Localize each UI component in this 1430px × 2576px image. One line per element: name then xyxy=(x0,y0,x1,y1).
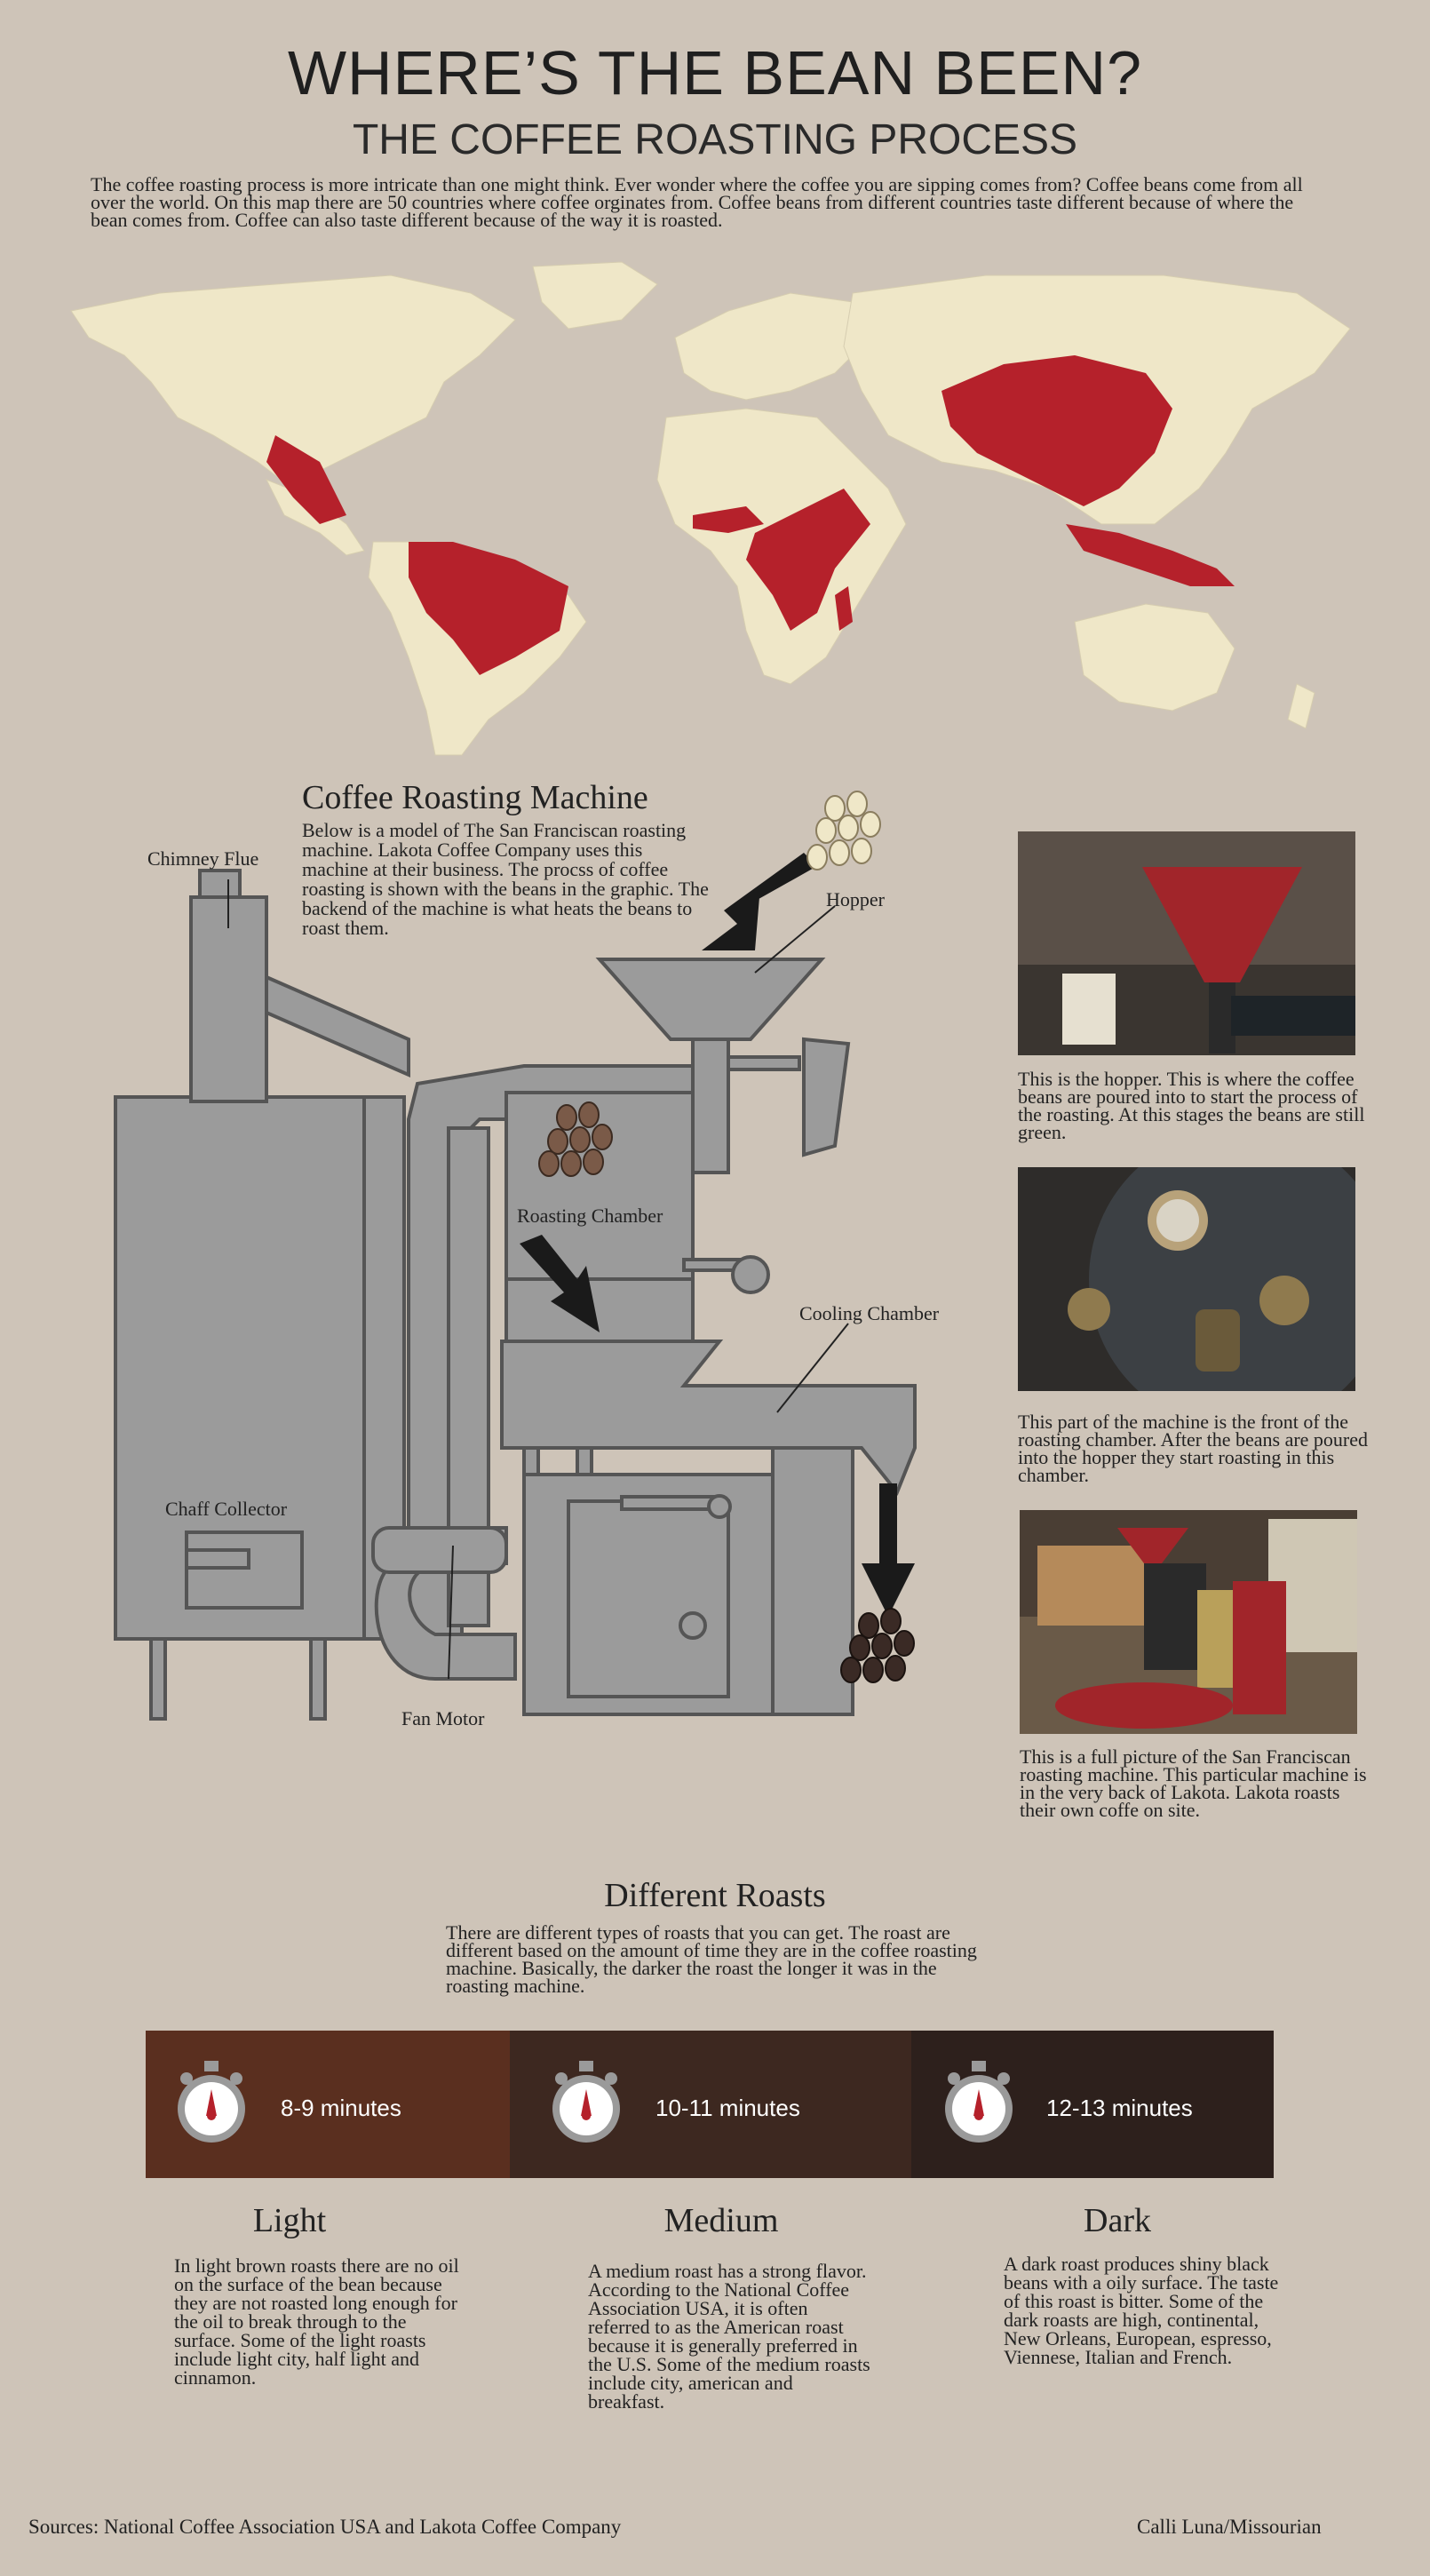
hopper xyxy=(595,958,826,1041)
full-machine-photo xyxy=(1020,1510,1357,1734)
light-roast-description: In light brown roasts there are no oil o… xyxy=(174,2254,459,2389)
cooling-arrow xyxy=(862,1483,915,1617)
green-beans xyxy=(806,791,881,871)
medium-roast-description: A medium roast has a strong flavor. Acco… xyxy=(588,2260,870,2413)
page-title: WHERE’S THE BEAN BEEN? xyxy=(287,38,1143,107)
stopwatch-icon xyxy=(945,2061,1013,2143)
roasting-beans xyxy=(538,1101,613,1177)
coffee-region-madagascar xyxy=(835,586,853,631)
roasted-beans xyxy=(840,1608,915,1683)
dark-roast-name: Dark xyxy=(1084,2202,1151,2239)
roasting-chamber-photo-caption: This part of the machine is the front of… xyxy=(1018,1411,1369,1486)
hopper-arrow xyxy=(702,853,817,950)
coffee-region-south-america xyxy=(409,542,568,675)
coffee-region-central-africa xyxy=(746,489,870,631)
world-coffee-map xyxy=(70,261,1351,756)
medium-roast-time: 10-11 minutes xyxy=(655,2095,800,2121)
stopwatch-icon xyxy=(552,2061,620,2143)
light-roast-time: 8-9 minutes xyxy=(281,2095,401,2121)
label-roasting-chamber: Roasting Chamber xyxy=(517,1205,663,1227)
dark-roast-description: A dark roast produces shiny black beans … xyxy=(1004,2253,1279,2368)
full-machine-photo-caption: This is a full picture of the San Franci… xyxy=(1020,1745,1367,1821)
hopper-photo-caption: This is the hopper. This is where the co… xyxy=(1018,1068,1365,1143)
coffee-region-mexico xyxy=(266,435,346,524)
sources-footer: Sources: National Coffee Association USA… xyxy=(28,2516,622,2538)
europe-land xyxy=(674,292,871,401)
label-chaff-collector: Chaff Collector xyxy=(165,1498,288,1520)
dark-roast-time: 12-13 minutes xyxy=(1046,2095,1193,2121)
label-cooling-chamber: Cooling Chamber xyxy=(799,1302,940,1324)
process-arrows xyxy=(520,853,915,1617)
hopper-photo xyxy=(1018,831,1355,1055)
label-fan-motor: Fan Motor xyxy=(401,1707,485,1729)
intro-paragraph: The coffee roasting process is more intr… xyxy=(91,173,1303,231)
medium-roast-name: Medium xyxy=(663,2202,779,2239)
light-roast-name: Light xyxy=(252,2202,327,2239)
greenland-land xyxy=(532,261,658,330)
label-chimney-flue: Chimney Flue xyxy=(147,847,259,870)
coffee-region-asia xyxy=(941,355,1172,506)
new-zealand-land xyxy=(1287,683,1315,729)
cooling-chamber xyxy=(500,1340,917,1496)
roasting-chamber-photo xyxy=(1018,1167,1355,1391)
coffee-region-west-africa xyxy=(693,506,764,533)
credit-footer: Calli Luna/Missourian xyxy=(1137,2516,1322,2538)
machine-title: Coffee Roasting Machine xyxy=(302,779,648,816)
label-hopper: Hopper xyxy=(826,888,885,910)
australia-land xyxy=(1074,603,1235,712)
coffee-region-indonesia xyxy=(1066,524,1235,586)
roasting-machine-diagram xyxy=(114,791,917,1721)
north-america-land xyxy=(70,274,516,489)
machine-description: Below is a model of The San Franciscan r… xyxy=(302,819,709,939)
roasts-title: Different Roasts xyxy=(604,1877,826,1914)
stopwatch-icon xyxy=(178,2061,245,2143)
page-subtitle: THE COFFEE ROASTING PROCESS xyxy=(352,116,1078,163)
chimney-flue xyxy=(189,895,268,1103)
roasts-description: There are different types of roasts that… xyxy=(446,1921,977,1997)
roasting-arrow xyxy=(520,1235,600,1332)
